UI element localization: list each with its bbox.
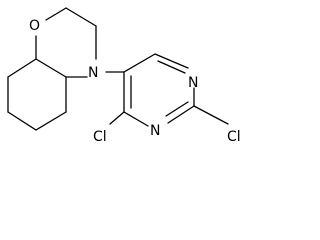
bond-pyr-c6-n1-a [154, 53, 189, 69]
bond-pyr-c2-n3-b [165, 101, 189, 117]
bond-pyr-c6-n1-b [157, 60, 186, 74]
benzoxazine-ring-system [7, 7, 97, 131]
nitrogen-label-pyrimidine-1: N [188, 75, 198, 91]
bond-cyclohexane-3 [35, 111, 67, 131]
molecule-diagram: O N N N Cl Cl [7, 7, 241, 145]
bond-pyr-c2-n3-a [167, 105, 195, 124]
nitrogen-label-pyrimidine-3: N [150, 123, 160, 139]
chlorine-label-left: Cl [93, 129, 107, 145]
bond-oxazine-ch2-ch2 [65, 7, 97, 27]
bond-c2-cl [193, 105, 229, 125]
bond-cyclohexane-5 [35, 58, 67, 78]
bond-pyr-n3-c4 [123, 111, 149, 127]
bond-pyr-c5-c6 [123, 53, 156, 73]
structure-canvas: O N N N Cl Cl [7, 7, 241, 145]
nitrogen-label-morpholine: N [88, 65, 98, 81]
chlorine-label-right: Cl [227, 129, 241, 145]
oxygen-label: O [29, 18, 40, 34]
bond-cyclohexane-2 [7, 111, 37, 131]
bond-cyclohexane-6 [7, 58, 37, 78]
pyrimidine-ring [123, 53, 195, 127]
bond-oxazine-o-ch2 [45, 7, 67, 21]
bond-c4-cl [109, 111, 125, 125]
